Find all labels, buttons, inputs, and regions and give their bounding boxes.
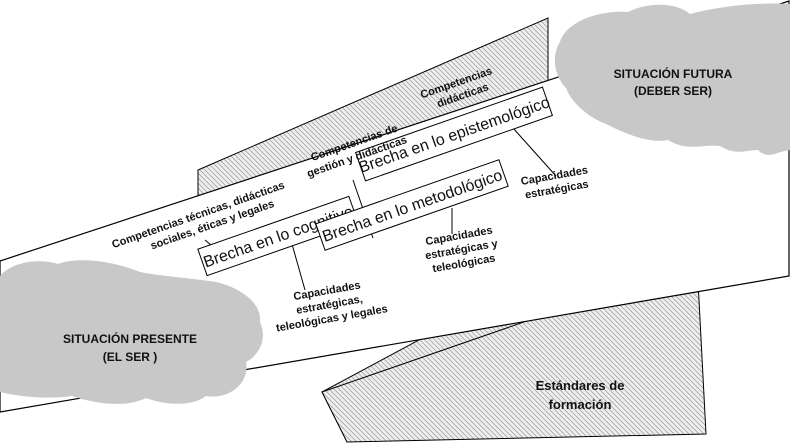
situacion-presente-line2: (EL SER ) <box>103 350 157 364</box>
estandares-line2: formación <box>549 397 612 412</box>
present-cloud <box>0 260 263 404</box>
brecha-epistemologico-box <box>354 86 554 182</box>
situacion-presente-line1: SITUACIÓN PRESENTE <box>63 331 197 346</box>
situacion-presente-label: SITUACIÓN PRESENTE (EL SER ) <box>63 331 197 364</box>
situacion-futura-line2: (DEBER SER) <box>634 84 712 98</box>
brecha-metodologico-box <box>315 159 509 251</box>
estandares-line1: Estándares de <box>536 378 625 393</box>
situacion-futura-label: SITUACIÓN FUTURA (DEBER SER) <box>614 66 733 98</box>
future-cloud <box>554 3 790 155</box>
brecha-cognitivo-box <box>197 195 359 277</box>
connector-epistemologico-capacidades <box>512 127 557 177</box>
situacion-futura-line1: SITUACIÓN FUTURA <box>614 66 733 81</box>
estandares-label: Estándares de formación <box>536 378 625 412</box>
